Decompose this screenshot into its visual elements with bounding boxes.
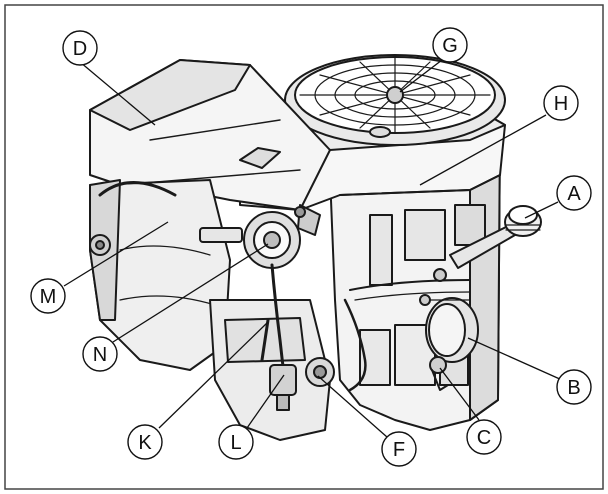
callout-circle-icon [82, 336, 118, 372]
leader-N [112, 243, 269, 343]
callout-circle-icon [218, 424, 254, 460]
leader-H [419, 114, 547, 186]
callout-H: H [543, 85, 579, 121]
block-panel [369, 214, 393, 286]
leader-K [158, 321, 269, 429]
callout-label: C [477, 427, 491, 449]
callout-circle-icon [381, 431, 417, 467]
callout-D: D [62, 30, 98, 66]
callouts: A B C D F G H K [30, 27, 592, 467]
callout-circle-icon [543, 85, 579, 121]
leader-B [467, 337, 563, 381]
callout-label: F [393, 439, 405, 461]
leader-F [317, 375, 388, 438]
callout-C: C [466, 419, 502, 455]
callout-L: L [218, 424, 254, 460]
callout-K: K [127, 424, 163, 460]
callout-label: K [138, 432, 152, 454]
callout-circle-icon [556, 369, 592, 405]
oil-fill-cap [504, 205, 542, 237]
oil-drain-valve [429, 356, 447, 374]
callout-circle-icon [556, 175, 592, 211]
callout-M: M [30, 278, 66, 314]
callout-circle-icon [466, 419, 502, 455]
leader-C [439, 367, 480, 421]
callout-label: D [73, 38, 87, 60]
callout-label: M [40, 286, 57, 308]
callout-N: N [82, 336, 118, 372]
callout-G: G [432, 27, 468, 63]
leader-A [524, 201, 559, 219]
callout-label: A [567, 183, 581, 205]
callout-label: L [230, 432, 241, 454]
callout-circle-icon [127, 424, 163, 460]
callout-label: H [554, 93, 568, 115]
leader-L [246, 374, 285, 429]
callout-label: N [93, 344, 107, 366]
callout-B: B [556, 369, 592, 405]
callout-circle-icon [432, 27, 468, 63]
callout-circle-icon [30, 278, 66, 314]
callout-F: F [381, 431, 417, 467]
engine-illustration [89, 54, 542, 441]
callout-label: G [442, 35, 458, 57]
callout-circle-icon [62, 30, 98, 66]
callout-label: B [567, 377, 580, 399]
callout-A: A [556, 175, 592, 211]
leader-D [79, 61, 156, 126]
leader-lines [63, 59, 563, 438]
leader-G [399, 59, 443, 93]
frame-border [4, 4, 604, 490]
leader-M [63, 221, 169, 287]
